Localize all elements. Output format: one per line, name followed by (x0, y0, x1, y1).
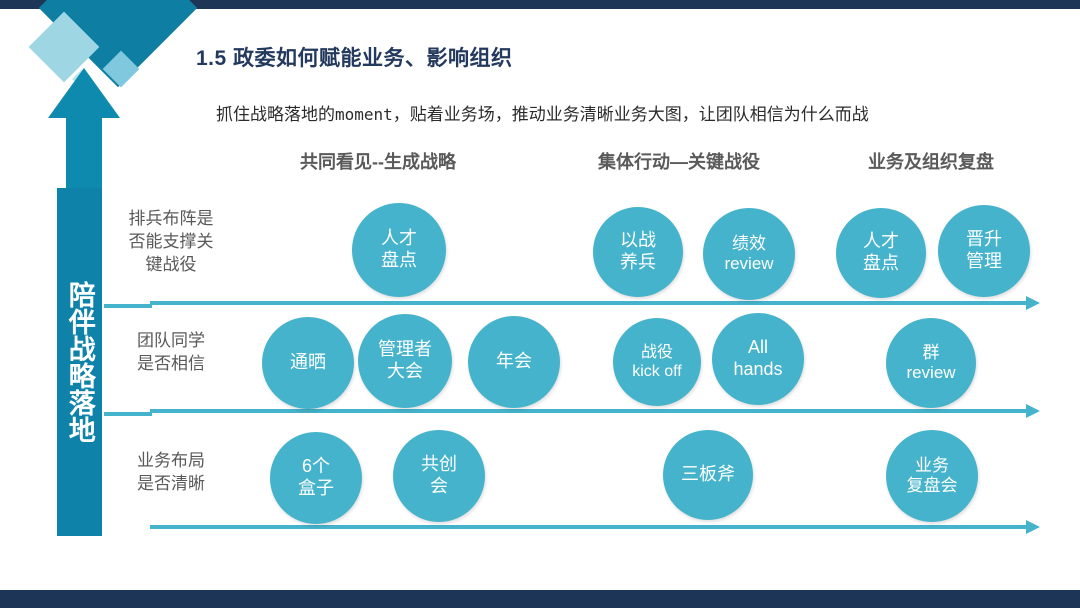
activity-bubble[interactable]: 人才 盘点 (352, 203, 446, 297)
top-accent-bar (0, 0, 1080, 9)
activity-bubble[interactable]: 共创 会 (393, 430, 485, 522)
row-label-3: 业务布局 是否清晰 (137, 451, 205, 493)
activity-bubble[interactable]: 业务 复盘会 (886, 430, 978, 522)
timeline-arrow-line (150, 525, 1028, 529)
timeline-arrow-tip (1026, 520, 1040, 534)
activity-bubble[interactable]: All hands (712, 313, 804, 405)
activity-bubble[interactable]: 晋升 管理 (938, 205, 1030, 297)
subtitle-part-2: ，贴着业务场，推动业务清晰业务大图，让团队相信为什么而战 (392, 105, 869, 124)
activity-bubble[interactable]: 6个 盒子 (270, 432, 362, 524)
subtitle-part-1: 抓住战略落地的 (216, 105, 335, 124)
row-divider-1 (104, 304, 152, 308)
vertical-label-band: 陪伴战略落地 (57, 188, 102, 536)
activity-bubble[interactable]: 管理者 大会 (358, 314, 452, 408)
row-divider-2 (104, 412, 152, 416)
row-label-1: 排兵布阵是 否能支撑关 键战役 (128, 209, 214, 274)
subtitle-moment-word: moment (335, 105, 393, 124)
activity-bubble[interactable]: 以战 养兵 (593, 207, 683, 297)
activity-bubble[interactable]: 通晒 (262, 317, 354, 409)
column-header-2: 集体行动—关键战役 (598, 152, 760, 172)
page-subtitle: 抓住战略落地的moment，贴着业务场，推动业务清晰业务大图，让团队相信为什么而… (216, 100, 869, 125)
activity-bubble[interactable]: 年会 (468, 316, 560, 408)
row-label-2: 团队同学 是否相信 (137, 331, 205, 373)
page-title: 1.5 政委如何赋能业务、影响组织 (196, 47, 513, 70)
vertical-label-text: 陪伴战略落地 (64, 281, 95, 443)
timeline-arrow-line (150, 409, 1028, 413)
timeline-arrow-tip (1026, 296, 1040, 310)
activity-bubble[interactable]: 战役 kick off (613, 318, 701, 406)
timeline-arrow-line (150, 301, 1028, 305)
column-header-3: 业务及组织复盘 (868, 152, 994, 172)
column-header-1: 共同看见--生成战略 (300, 152, 456, 172)
bottom-accent-bar (0, 590, 1080, 608)
timeline-arrow-row-3 (150, 520, 1040, 534)
upward-arrow-head (48, 68, 120, 118)
activity-bubble[interactable]: 群 review (886, 318, 976, 408)
timeline-arrow-row-1 (150, 296, 1040, 310)
timeline-arrow-tip (1026, 404, 1040, 418)
activity-bubble[interactable]: 人才 盘点 (836, 208, 926, 298)
activity-bubble[interactable]: 三板斧 (663, 430, 753, 520)
timeline-arrow-row-2 (150, 404, 1040, 418)
activity-bubble[interactable]: 绩效 review (703, 208, 795, 300)
